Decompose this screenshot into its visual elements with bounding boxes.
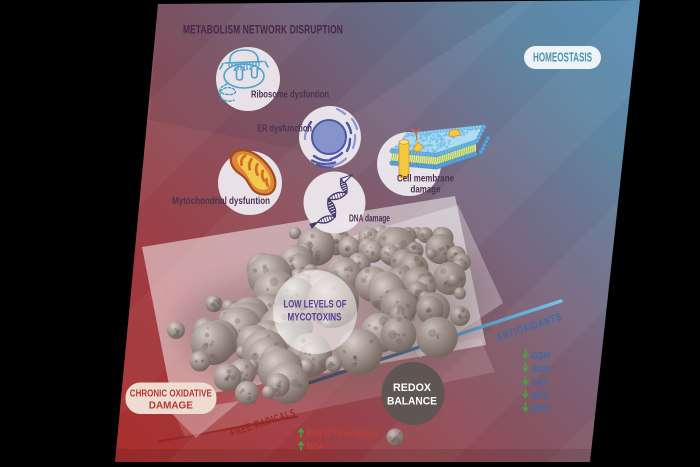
svg-text:Cell membrane: Cell membrane <box>397 173 455 185</box>
svg-text:CAT: CAT <box>531 377 549 389</box>
svg-text:DNA damage: DNA damage <box>349 213 390 225</box>
svg-text:MYCOTOXINS: MYCOTOXINS <box>287 311 341 324</box>
svg-text:HOMEOSTASIS: HOMEOSTASIS <box>533 52 592 65</box>
svg-text:ER dysfunction: ER dysfunction <box>257 123 312 135</box>
svg-text:CHRONIC OXIDATIVE: CHRONIC OXIDATIVE <box>130 388 212 400</box>
svg-text:Mytochondrial dysfuntion: Mytochondrial dysfuntion <box>172 195 270 207</box>
svg-text:Ribosome dysfuntion: Ribosome dysfuntion <box>251 89 329 101</box>
svg-text:SOD: SOD <box>531 364 550 376</box>
svg-text:ROS (CYP enzymes): ROS (CYP enzymes) <box>307 428 378 439</box>
svg-text:LOW LEVELS OF: LOW LEVELS OF <box>284 298 347 311</box>
svg-text:GPx: GPx <box>531 390 549 402</box>
svg-text:GSH: GSH <box>531 350 550 362</box>
svg-text:BALANCE: BALANCE <box>387 395 437 408</box>
svg-text:DAMAGE: DAMAGE <box>149 400 194 412</box>
svg-text:Nrf2: Nrf2 <box>531 404 549 416</box>
svg-text:MDA: MDA <box>307 441 325 452</box>
svg-text:METABOLISM NETWORK DISRUPTION: METABOLISM NETWORK DISRUPTION <box>183 24 343 37</box>
svg-text:damage: damage <box>411 184 441 196</box>
svg-text:REDOX: REDOX <box>393 381 431 394</box>
